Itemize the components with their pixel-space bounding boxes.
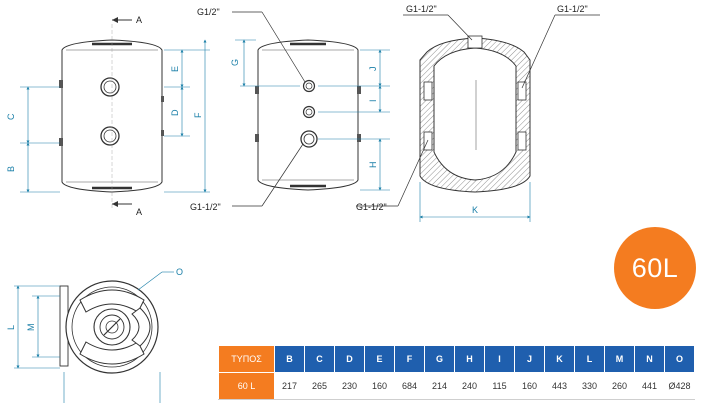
dim-label-j: J (368, 67, 378, 72)
header-cell: J (514, 345, 545, 373)
section-thread-right-label: G1-1/2" (557, 4, 588, 14)
header-cell: C (304, 345, 335, 373)
section-thread-bottom-label: G1-1/2" (356, 202, 387, 212)
header-cell: N (634, 345, 665, 373)
row-cell: 443 (544, 372, 575, 400)
dim-label-k: K (472, 205, 478, 215)
dim-label-l: L (6, 325, 16, 330)
header-cell: I (484, 345, 515, 373)
row-cell: 160 (364, 372, 395, 400)
row-cell: 330 (574, 372, 605, 400)
dim-label-g: G (230, 59, 240, 66)
section-thread-left-label: G1-1/2" (406, 4, 437, 14)
header-cell: D (334, 345, 365, 373)
header-cell: K (544, 345, 575, 373)
section-view (419, 35, 531, 193)
section-label-a-bottom: A (136, 207, 142, 217)
row-cell: 160 (514, 372, 545, 400)
row-cell: 265 (304, 372, 335, 400)
row-cell: 684 (394, 372, 425, 400)
dim-label-m: M (26, 324, 36, 332)
header-cell: H (454, 345, 485, 373)
side-thread-top-label: G1/2" (197, 7, 220, 17)
dim-label-b: B (6, 166, 16, 172)
header-cell: M (604, 345, 635, 373)
dim-label-f: F (193, 112, 203, 118)
row-cell: 214 (424, 372, 455, 400)
section-label-a-top: A (136, 15, 142, 25)
spec-table-header: ΤΥΠΟΣ B C D E F G H I J K L M N O (218, 345, 695, 373)
front-view (59, 17, 164, 208)
header-cell: G (424, 345, 455, 373)
row-cell-type: 60 L (218, 372, 275, 400)
row-cell: 441 (634, 372, 665, 400)
row-cell: 240 (454, 372, 485, 400)
row-cell: 217 (274, 372, 305, 400)
section-dimensions (419, 182, 531, 222)
spec-table-row: 60 L 217 265 230 160 684 214 240 115 160… (218, 372, 695, 400)
dim-label-o: O (176, 267, 183, 277)
dim-label-i: I (368, 99, 378, 102)
header-cell: L (574, 345, 605, 373)
header-cell-type: ΤΥΠΟΣ (218, 345, 275, 373)
row-cell: 115 (484, 372, 515, 400)
side-thread-bottom-label: G1-1/2" (190, 202, 221, 212)
dim-label-c: C (6, 113, 16, 120)
row-cell: 260 (604, 372, 635, 400)
side-view (255, 39, 361, 191)
dim-label-h: H (368, 162, 378, 169)
header-cell: F (394, 345, 425, 373)
front-dimensions (20, 39, 210, 193)
row-cell: 230 (334, 372, 365, 400)
spec-table: ΤΥΠΟΣ B C D E F G H I J K L M N O 60 L 2… (218, 345, 695, 400)
dim-label-e: E (170, 66, 180, 72)
dim-label-d: D (170, 109, 180, 116)
side-leaders (232, 11, 306, 207)
header-cell: B (274, 345, 305, 373)
top-dimensions (14, 271, 174, 403)
top-view (59, 280, 159, 374)
capacity-badge: 60L (614, 227, 696, 309)
header-cell: O (664, 345, 695, 373)
row-cell: Ø428 (664, 372, 695, 400)
header-cell: E (364, 345, 395, 373)
section-leaders (356, 14, 600, 207)
side-dimensions (235, 39, 390, 191)
